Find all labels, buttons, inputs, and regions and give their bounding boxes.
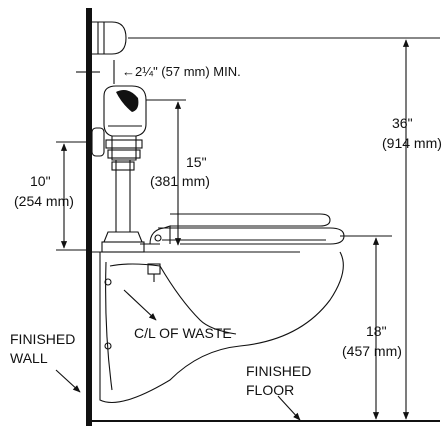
dim-36-mm: (914 mm) [382, 135, 442, 151]
dim-36-inches: 36" [392, 115, 413, 131]
finished-floor-label-line2: FLOOR [246, 382, 294, 398]
clearance-ticks [76, 60, 115, 84]
dimension-36 [128, 37, 440, 420]
finished-wall [86, 8, 92, 426]
dim-10-mm: (254 mm) [14, 193, 74, 209]
dim-18-inches: 18" [366, 323, 387, 339]
dimension-10 [56, 141, 92, 251]
finished-wall-label-line1: FINISHED [10, 331, 75, 347]
flush-valve [91, 85, 147, 253]
finished-wall-label-line2: WALL [10, 350, 48, 366]
dimension-15 [146, 99, 186, 246]
dim-15-inches: 15" [186, 154, 207, 170]
toilet-seat [140, 213, 345, 245]
dim-15-mm: (381 mm) [150, 173, 210, 189]
toilet-bowl [92, 251, 344, 404]
clearance-min-label: ←2¼" (57 mm) MIN. [122, 64, 241, 79]
cl-waste-label: C/L OF WASTE [134, 325, 232, 341]
leader-lines [55, 289, 301, 421]
dim-18-mm: (457 mm) [342, 343, 402, 359]
dim-10-inches: 10" [30, 173, 51, 189]
wall-fixture-top [92, 21, 127, 55]
finished-floor-label-line1: FINISHED [246, 363, 311, 379]
dimension-18 [340, 235, 392, 420]
